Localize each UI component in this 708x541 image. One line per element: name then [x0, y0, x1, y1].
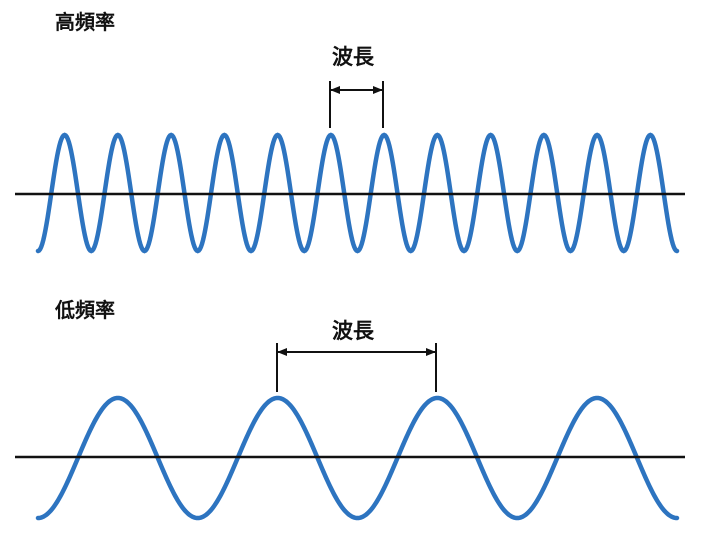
- high-frequency-wave: [35, 132, 680, 254]
- low-frequency-title: 低頻率: [55, 298, 115, 322]
- low-frequency-wavelength-label: 波長: [332, 318, 374, 343]
- low-frequency-wave: [35, 395, 680, 521]
- high-frequency-wavelength-label: 波長: [332, 44, 374, 69]
- high-frequency-title: 高頻率: [55, 10, 115, 34]
